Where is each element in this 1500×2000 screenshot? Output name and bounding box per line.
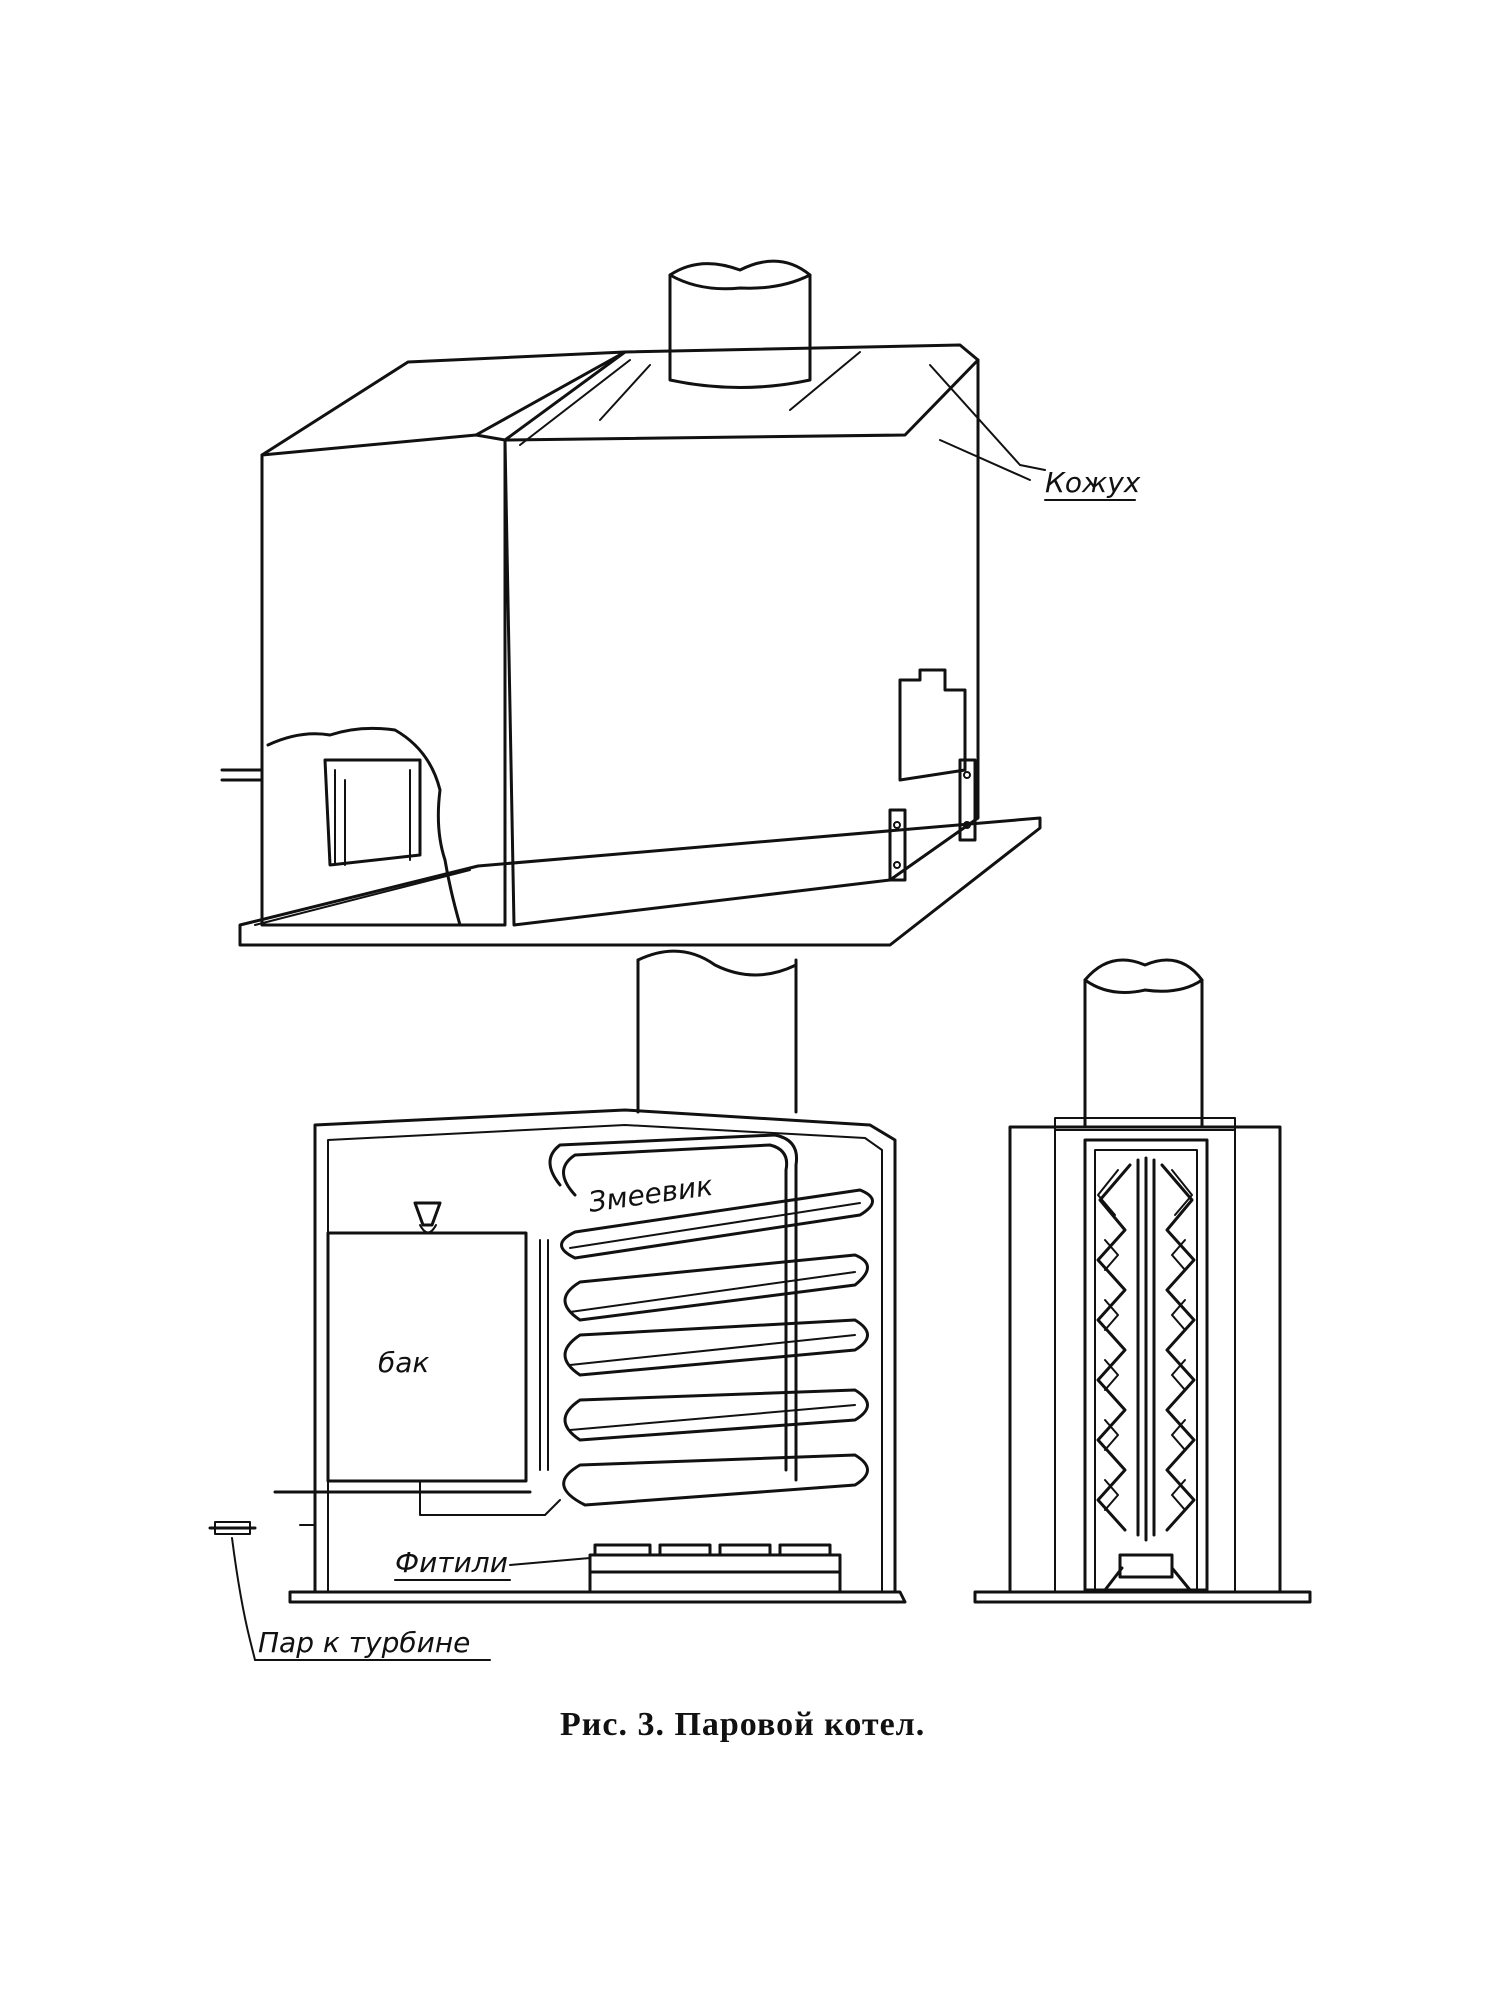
tank-label: бак [378, 1346, 429, 1379]
boiler-side-section [973, 958, 1312, 1604]
casing-label: Кожух [1045, 466, 1141, 499]
coil [548, 1133, 874, 1507]
coil-label: Змеевик [586, 1169, 715, 1219]
casing-perspective-view: Кожух [220, 259, 1141, 947]
steam-to-turbine-label: Пар к турбине [258, 1626, 470, 1659]
boiler-front-section: бак Змеевик Фитили Пар к турбине [208, 949, 907, 1661]
figure-caption: Рис. 3. Паровой котел. [560, 1706, 925, 1743]
wicks-label: Фитили [395, 1546, 508, 1579]
